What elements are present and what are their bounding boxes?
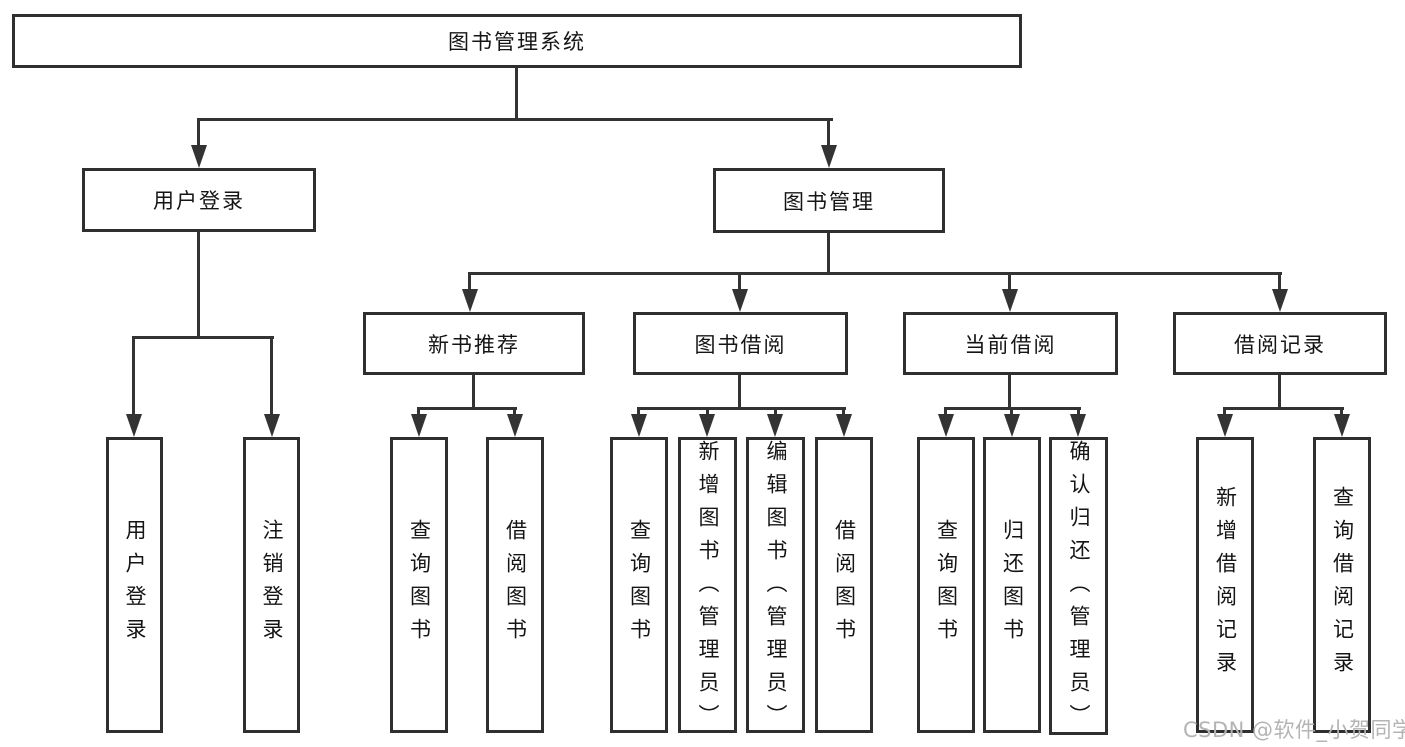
connector-line bbox=[774, 407, 777, 417]
connector-line bbox=[515, 68, 518, 120]
leaf-label: 借阅图书 bbox=[503, 519, 528, 651]
leaf-label: 新增借阅记录 bbox=[1213, 486, 1238, 684]
arrow-down-icon bbox=[411, 414, 427, 437]
leaf-confirm-return-admin: 确认归还（管理员） bbox=[1049, 437, 1108, 737]
leaf-query-books-recommend: 查询图书 bbox=[390, 437, 448, 733]
leaf-label: 查询图书 bbox=[934, 519, 959, 651]
connector-line bbox=[738, 375, 741, 409]
connector-line bbox=[417, 407, 517, 410]
connector-line bbox=[132, 336, 274, 339]
arrow-down-icon bbox=[126, 414, 142, 437]
connector-line bbox=[944, 407, 947, 417]
arrow-down-icon bbox=[699, 414, 715, 437]
connector-line bbox=[132, 336, 135, 416]
arrow-down-icon bbox=[732, 289, 748, 312]
leaf-label: 编辑图书（管理员） bbox=[764, 440, 788, 737]
connector-line bbox=[270, 336, 273, 416]
arrow-down-icon bbox=[767, 414, 783, 437]
connector-line bbox=[197, 118, 833, 121]
leaf-return-books: 归还图书 bbox=[983, 437, 1041, 733]
leaf-borrow-books-recommend: 借阅图书 bbox=[486, 437, 544, 733]
connector-line bbox=[1278, 375, 1281, 409]
connector-line bbox=[468, 272, 471, 291]
leaf-label: 确认归还（管理员） bbox=[1067, 440, 1091, 737]
connector-line bbox=[1340, 407, 1343, 417]
connector-line bbox=[842, 407, 845, 417]
leaf-query-borrow-record: 查询借阅记录 bbox=[1313, 437, 1371, 733]
arrow-down-icon bbox=[1272, 289, 1288, 312]
node-current-borrow: 当前借阅 bbox=[903, 312, 1118, 375]
leaf-label: 注销登录 bbox=[260, 519, 284, 651]
arrow-down-icon bbox=[1217, 414, 1233, 437]
arrow-down-icon bbox=[1002, 289, 1018, 312]
connector-line bbox=[1278, 272, 1281, 291]
connector-line bbox=[1008, 375, 1011, 409]
leaf-logout-login: 注销登录 bbox=[243, 437, 300, 733]
arrow-down-icon bbox=[1004, 414, 1020, 437]
leaf-add-borrow-record: 新增借阅记录 bbox=[1196, 437, 1254, 733]
leaf-label: 新增图书（管理员） bbox=[696, 440, 720, 737]
connector-line bbox=[827, 233, 830, 274]
leaf-label: 查询图书 bbox=[627, 519, 652, 651]
leaf-edit-books-admin: 编辑图书（管理员） bbox=[746, 437, 805, 737]
leaf-query-books-current: 查询图书 bbox=[917, 437, 975, 733]
node-user-login: 用户登录 bbox=[82, 168, 316, 232]
connector-line bbox=[513, 407, 516, 417]
arrow-down-icon bbox=[1070, 414, 1086, 437]
connector-line bbox=[1008, 272, 1011, 291]
node-book-management: 图书管理 bbox=[713, 168, 945, 233]
connector-line bbox=[637, 407, 640, 417]
node-borrow-records: 借阅记录 bbox=[1173, 312, 1387, 375]
arrow-down-icon bbox=[836, 414, 852, 437]
connector-line bbox=[417, 407, 420, 417]
connector-line bbox=[197, 232, 200, 338]
arrow-down-icon bbox=[507, 414, 523, 437]
leaf-user-login: 用户登录 bbox=[106, 437, 163, 733]
leaf-label: 查询图书 bbox=[407, 519, 432, 651]
leaf-label: 查询借阅记录 bbox=[1330, 486, 1355, 684]
connector-line bbox=[472, 375, 475, 409]
connector-line bbox=[706, 407, 709, 417]
node-new-book-recommend: 新书推荐 bbox=[363, 312, 585, 375]
arrow-down-icon bbox=[191, 145, 207, 168]
arrow-down-icon bbox=[631, 414, 647, 437]
csdn-watermark: CSDN @软件_小贺同学 bbox=[1183, 718, 1405, 742]
leaf-add-books-admin: 新增图书（管理员） bbox=[678, 437, 737, 737]
node-root-library-system: 图书管理系统 bbox=[12, 14, 1022, 68]
connector-line bbox=[827, 118, 830, 146]
connector-line bbox=[1010, 407, 1013, 417]
connector-line bbox=[197, 118, 200, 146]
arrow-down-icon bbox=[1334, 414, 1350, 437]
connector-line bbox=[1223, 407, 1344, 410]
arrow-down-icon bbox=[938, 414, 954, 437]
arrow-down-icon bbox=[264, 414, 280, 437]
connector-line bbox=[468, 272, 1282, 275]
connector-line bbox=[637, 407, 846, 410]
connector-line bbox=[1077, 407, 1080, 417]
leaf-borrow-books: 借阅图书 bbox=[815, 437, 873, 733]
node-book-borrow: 图书借阅 bbox=[633, 312, 848, 375]
connector-line bbox=[1223, 407, 1226, 417]
arrow-down-icon bbox=[462, 289, 478, 312]
leaf-label: 用户登录 bbox=[123, 519, 147, 651]
leaf-label: 归还图书 bbox=[1000, 519, 1025, 651]
connector-line bbox=[738, 272, 741, 291]
leaf-label: 借阅图书 bbox=[832, 519, 857, 651]
leaf-query-books-borrow: 查询图书 bbox=[610, 437, 668, 733]
arrow-down-icon bbox=[821, 145, 837, 168]
